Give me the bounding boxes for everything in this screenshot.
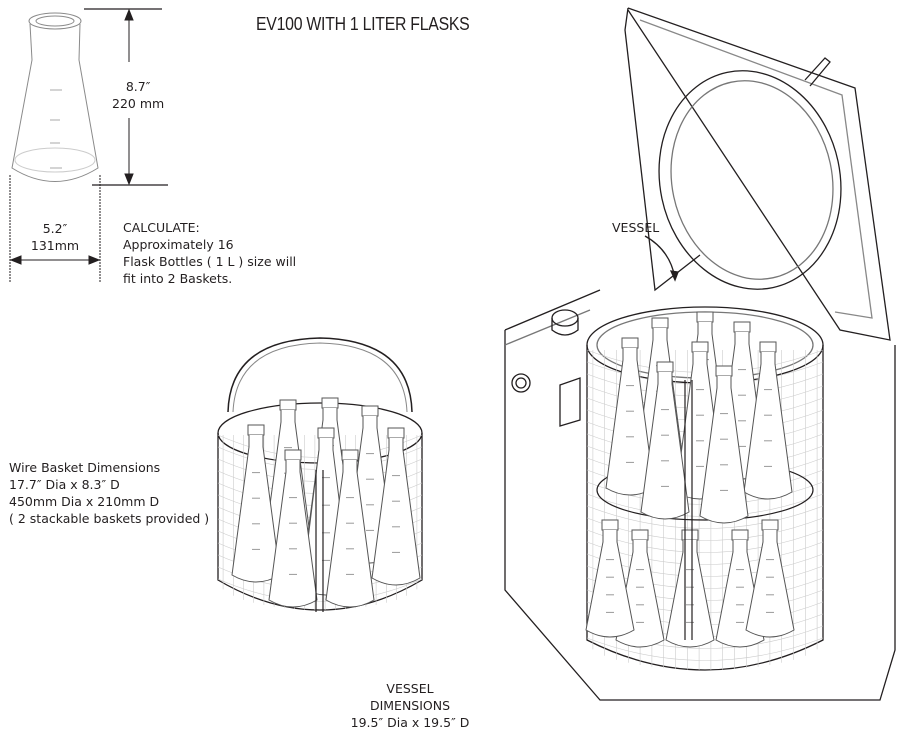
wire-line (586, 541, 824, 565)
width-dimension (9, 175, 101, 283)
calculate-line: Approximately 16 (123, 237, 234, 252)
flask-illustration (11, 12, 99, 182)
wire-line (586, 529, 824, 553)
flask-height-mm: 220 mm (112, 96, 165, 111)
calculate-note: CALCULATE: Approximately 16 Flask Bottle… (123, 219, 296, 287)
flask-width-inches: 5.2″ (42, 221, 68, 236)
wire-line (586, 517, 824, 541)
wire-basket-illustration (217, 337, 423, 612)
flask-height-label: 8.7″ 220 mm (112, 78, 164, 112)
vessel-callout-label: VESSEL (612, 220, 660, 235)
calculate-heading: CALCULATE: (123, 220, 200, 235)
flask-icon (268, 449, 318, 608)
vessel-dimensions-note: VESSEL DIMENSIONS 19.5″ Dia x 19.5″ D (340, 680, 480, 731)
calculate-line: fit into 2 Baskets. (123, 271, 233, 286)
flask-icon (371, 427, 421, 586)
page-title: EV100 WITH 1 LITER FLASKS (256, 14, 470, 34)
vessel-dim-line: DIMENSIONS (369, 698, 451, 713)
basket-line: ( 2 stackable baskets provided ) (9, 511, 210, 526)
wire-line (217, 578, 423, 602)
basket-line: 17.7″ Dia x 8.3″ D (9, 477, 120, 492)
flask-width-mm: 131mm (30, 238, 80, 253)
basket-dimensions-note: Wire Basket Dimensions 17.7″ Dia x 8.3″ … (9, 459, 209, 527)
flask-icon (665, 529, 715, 648)
vessel-dim-line: VESSEL (386, 681, 434, 696)
flask-width-label: 5.2″ 131mm (20, 220, 90, 254)
flask-icon (699, 365, 749, 524)
flask-icon (325, 449, 375, 608)
flask-icon (745, 519, 795, 638)
flask-icon (585, 519, 635, 638)
basket-line: 450mm Dia x 210mm D (9, 494, 160, 509)
vessel-dim-line: 19.5″ Dia x 19.5″ D (350, 715, 470, 730)
calculate-line: Flask Bottles ( 1 L ) size will (123, 254, 297, 269)
height-dimension (84, 8, 168, 186)
flask-icon (640, 361, 690, 520)
ev100-machine-illustration (504, 7, 896, 701)
flask-height-inches: 8.7″ (125, 79, 151, 94)
basket-line: Wire Basket Dimensions (9, 460, 161, 475)
